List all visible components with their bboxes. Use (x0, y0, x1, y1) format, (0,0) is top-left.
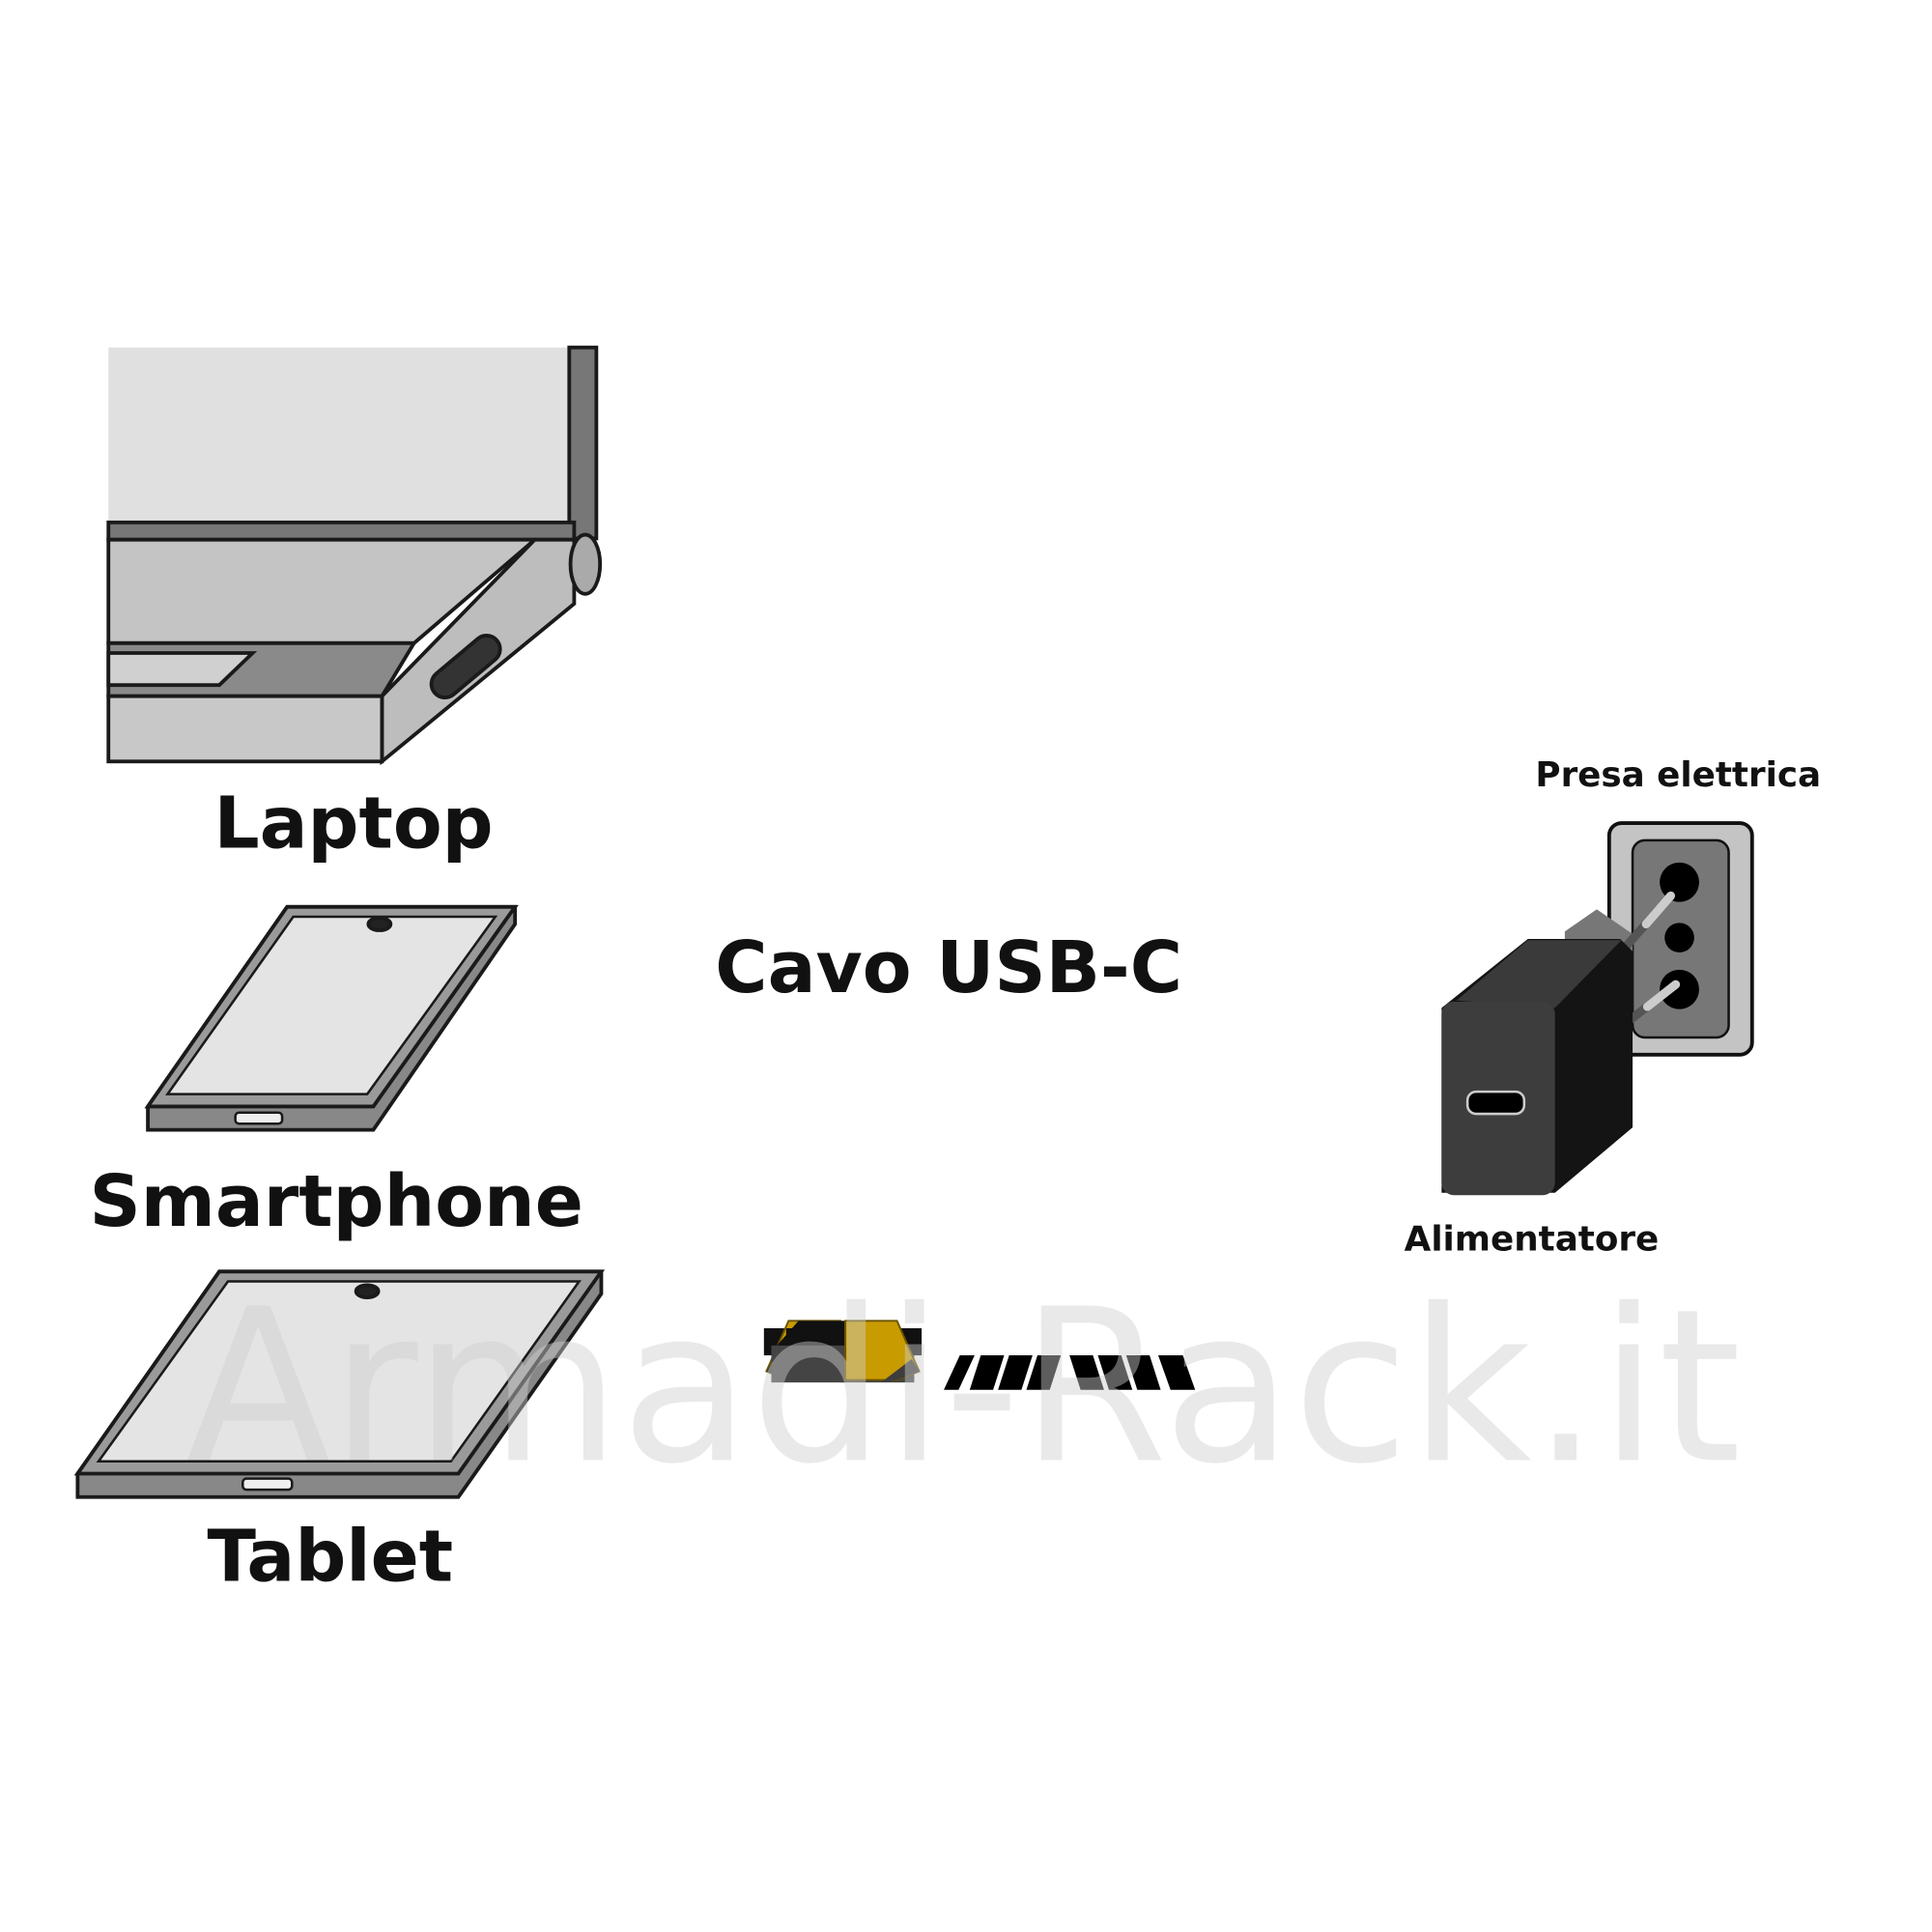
usb-c-port-icon (1465, 1090, 1526, 1116)
power-adapter (1441, 891, 1681, 1196)
cable-break-segments (944, 1355, 1196, 1390)
right-usb-c-connector (771, 1320, 923, 1383)
usb-c-cable (763, 1320, 1196, 1390)
tablet-label: Tablet (208, 1515, 454, 1598)
tablet-illustration (73, 1269, 606, 1499)
smartphone-illustration (144, 904, 519, 1132)
laptop-label: Laptop (214, 782, 494, 866)
watermark: Armadi-Rack.it (185, 1263, 1741, 1510)
laptop-illustration (106, 345, 603, 766)
outlet-label: Presa elettrica (1535, 755, 1821, 795)
adapter-label: Alimentatore (1405, 1220, 1660, 1260)
smartphone-label: Smartphone (90, 1160, 583, 1243)
cable-label: Cavo USB-C (715, 926, 1182, 1009)
wall-outlet (1606, 821, 1754, 1057)
